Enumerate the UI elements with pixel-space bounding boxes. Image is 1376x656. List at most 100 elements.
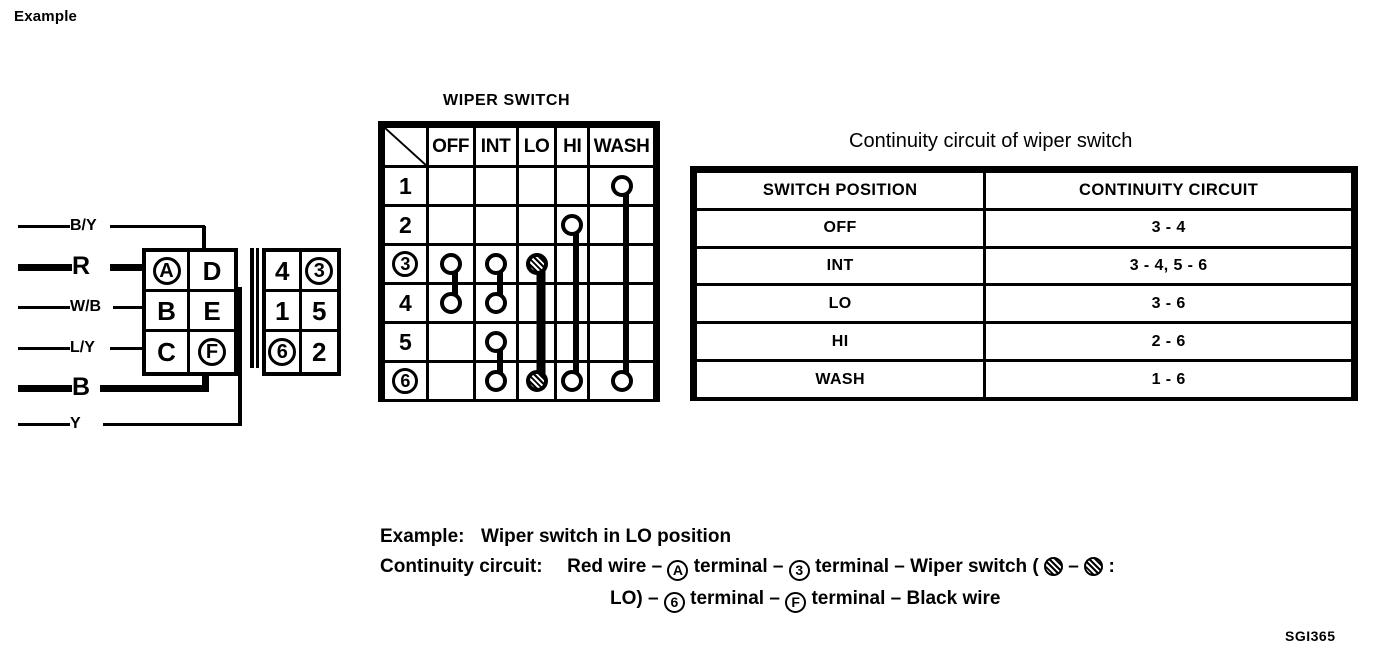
wire-segment-right (103, 422, 240, 426)
switch-position-cell: OFF (693, 207, 987, 249)
matrix-col-header-off: OFF (425, 125, 476, 168)
caption-line-2-label: Continuity circuit: (380, 556, 543, 577)
continuity-circuit-cell: 3 - 6 (983, 283, 1354, 325)
caption-line-1: Example: Wiper switch in LO position (380, 526, 731, 548)
switch-pin-6: 6 (266, 332, 302, 372)
matrix-cell-3-hi (554, 243, 591, 285)
pin-ring-icon: 3 (305, 256, 334, 285)
matrix-cell-6-hi (554, 360, 591, 402)
matrix-row: 5 (382, 321, 656, 363)
matrix-cell-2-lo (515, 204, 558, 246)
matrix-cell-3-int (472, 243, 519, 285)
connector-terminal-f: F (190, 332, 234, 372)
connector-terminal-c: C (146, 332, 190, 372)
matrix-link-wash-1-6 (622, 190, 629, 385)
page-title: Example (14, 8, 78, 25)
matrix-col-header-wash: WASH (587, 125, 656, 168)
wire-segment-left (18, 263, 72, 271)
continuity-column-header-1: SWITCH POSITION (693, 170, 987, 211)
wire-riser-b-to-f (202, 362, 209, 392)
continuity-circuit-cell: 3 - 4, 5 - 6 (983, 245, 1354, 287)
connector-terminal-b: B (146, 292, 190, 332)
caption-line-1-text: Wiper switch in LO position (481, 526, 732, 547)
matrix-node-open-3-off (439, 253, 462, 275)
wire-routing-e-to-y (238, 288, 242, 426)
matrix-node-open-5-int (484, 331, 507, 353)
matrix-title: WIPER SWITCH (443, 92, 571, 109)
continuity-column-header-2: CONTINUITY CIRCUIT (983, 170, 1354, 211)
continuity-table-title: Continuity circuit of wiper switch (849, 130, 1133, 152)
matrix-cell-2-int (472, 204, 519, 246)
matrix-node-open-2-hi (561, 214, 584, 236)
figure-code: SGI365 (1285, 628, 1336, 644)
matrix-cell-2-off (425, 204, 476, 246)
matrix-cell-1-int (472, 165, 519, 207)
matrix-row-header-2: 2 (382, 204, 429, 246)
matrix-corner-cell (382, 125, 429, 168)
wire-segment-right (113, 305, 145, 309)
matrix-cell-6-off (425, 360, 476, 402)
matrix-link-int-5-6 (496, 346, 503, 385)
switch-pin-4: 4 (266, 252, 302, 292)
matrix-cell-4-hi (554, 282, 591, 324)
wire-segment-left (18, 422, 70, 426)
matrix-cell-3-off (425, 243, 476, 285)
matrix-row-header-6: 6 (382, 360, 429, 402)
caption-lo: LO) – (610, 588, 659, 609)
matrix-node-open-4-int (484, 292, 507, 314)
matrix-row: 3 (382, 243, 656, 285)
matrix-col-header-hi: HI (554, 125, 591, 168)
matrix-row-header-5: 5 (382, 321, 429, 363)
continuity-circuit-cell: 1 - 6 (983, 359, 1354, 400)
hatched-node-icon-1 (1044, 557, 1064, 576)
matrix-col-header-int: INT (472, 125, 519, 168)
matrix-node-hatched-3-lo (525, 253, 548, 275)
matrix-cell-1-off (425, 165, 476, 207)
switch-pin-3: 3 (301, 252, 337, 292)
caption-colon: : (1108, 556, 1115, 577)
matrix-cell-4-off (425, 282, 476, 324)
matrix-node-hatched-6-lo (525, 370, 548, 392)
continuity-circuit-cell: 3 - 4 (983, 207, 1354, 249)
row-ring-icon: 6 (392, 368, 419, 394)
matrix-col-header-lo: LO (515, 125, 558, 168)
wire-segment-right (110, 224, 205, 228)
connector-terminal-e: E (190, 292, 234, 332)
row-ring-icon: 3 (392, 251, 419, 277)
terminal-3-ring-icon: 3 (788, 559, 810, 581)
wire-segment-left (18, 224, 70, 228)
matrix-node-open-3-int (484, 253, 507, 275)
caption-line-2: Continuity circuit: Red wire – A termina… (380, 556, 1115, 581)
switch-position-cell: HI (693, 321, 987, 363)
caption-terminal-4: terminal – Black wire (811, 588, 1001, 609)
wire-segment-right (110, 263, 152, 271)
matrix-row-header-4: 4 (382, 282, 429, 324)
matrix-row: 2 (382, 204, 656, 246)
wire-label-b: B (72, 373, 91, 401)
matrix-node-open-6-hi (561, 370, 584, 392)
terminal-ring-icon: A (152, 256, 181, 285)
matrix-link-lo-3-6 (536, 268, 546, 385)
matrix-link-hi-2-6 (573, 229, 580, 385)
matrix-node-open-6-wash (610, 370, 633, 392)
terminal-6-ring-icon: 6 (663, 591, 685, 613)
switch-pin-5: 5 (301, 292, 337, 332)
matrix-cell-5-hi (554, 321, 591, 363)
matrix-cell-1-hi (554, 165, 591, 207)
matrix-cell-3-wash (587, 243, 656, 285)
matrix-node-open-1-wash (610, 175, 633, 197)
terminal-a-ring-icon: A (667, 559, 689, 581)
caption-red-wire: Red wire – (567, 556, 663, 577)
wire-label-r: R (72, 252, 91, 280)
wire-segment-left (18, 305, 70, 309)
wire-segment-left (18, 346, 70, 350)
switch-pin-1: 1 (266, 292, 302, 332)
caption-terminal-3: terminal – (690, 588, 780, 609)
matrix-cell-4-wash (587, 282, 656, 324)
